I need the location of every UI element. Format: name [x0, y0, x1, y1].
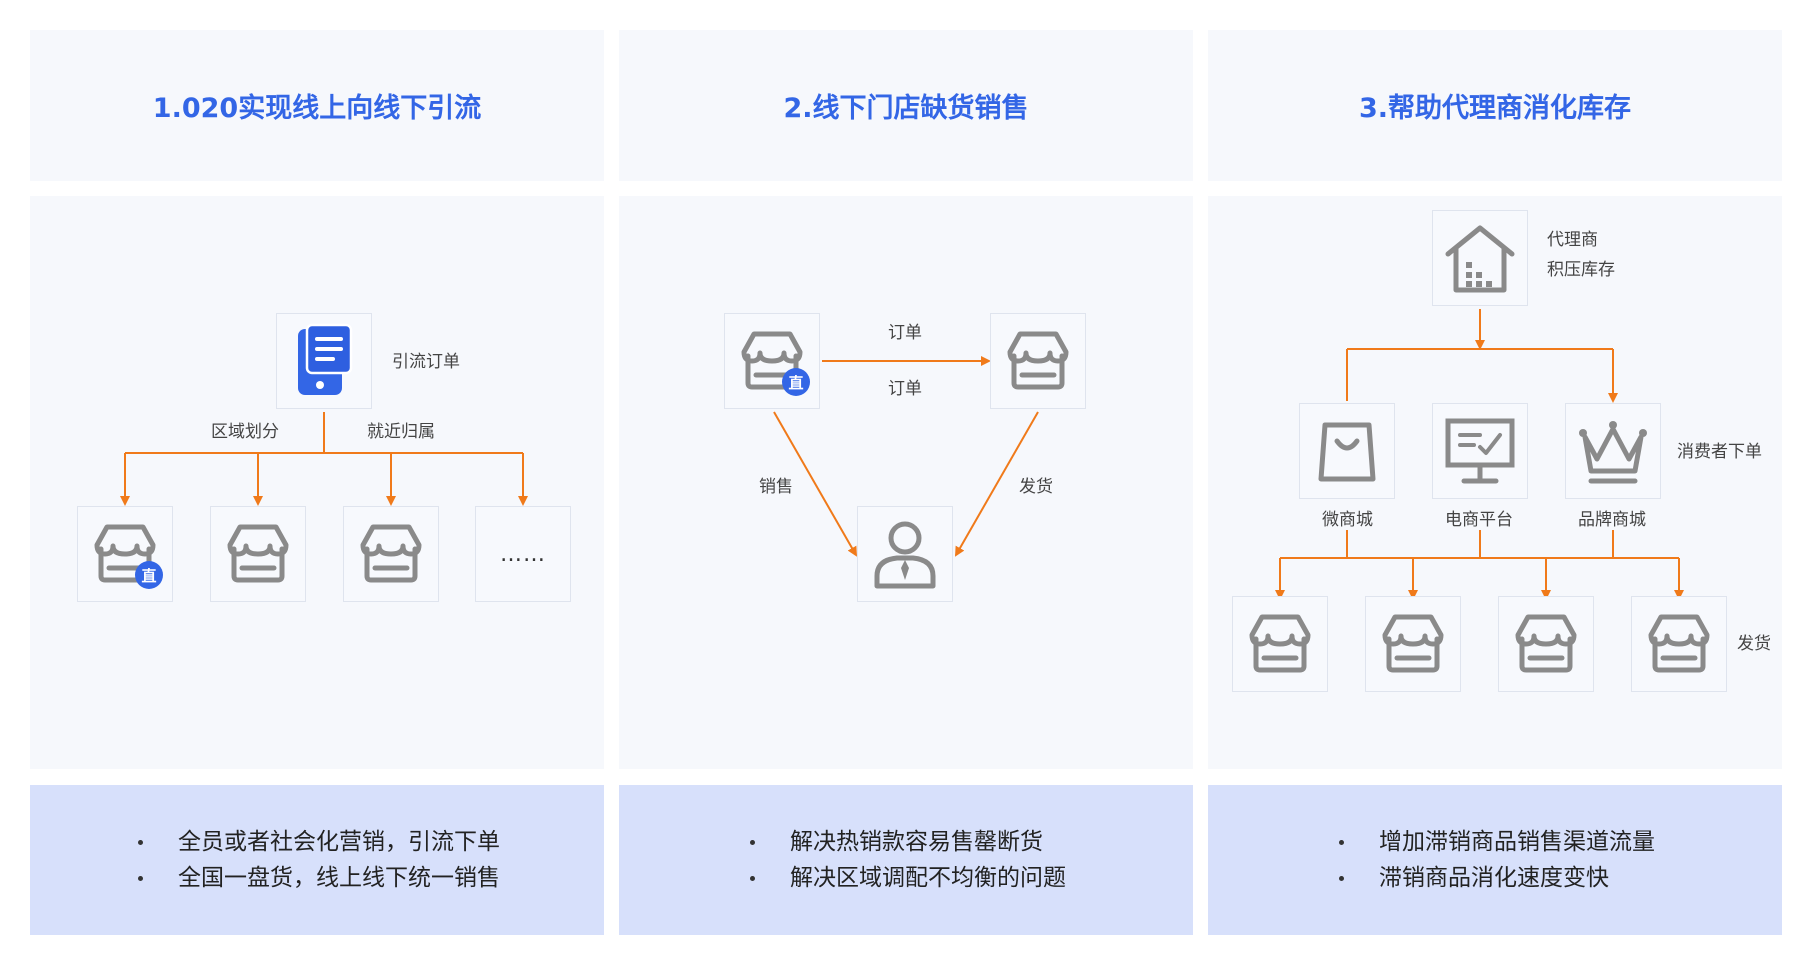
- store-node: [990, 313, 1086, 409]
- channel-node-brand-mall: [1565, 403, 1661, 499]
- label-order-bottom: 订单: [888, 379, 922, 399]
- store-node: [1498, 596, 1594, 692]
- more-node: ……: [475, 506, 571, 602]
- store-icon: [1377, 608, 1449, 680]
- store-icon: [1643, 608, 1715, 680]
- direct-badge: 直: [782, 368, 810, 396]
- direct-store-node: 直: [724, 313, 820, 409]
- phone-order-icon: [298, 323, 353, 395]
- label-consumer-order: 消费者下单: [1677, 442, 1762, 462]
- label-nearest-assign: 就近归属: [367, 422, 435, 442]
- agent-warehouse-node: [1432, 210, 1528, 306]
- store-node: [1365, 596, 1461, 692]
- order-node: [276, 313, 372, 409]
- benefit-list: 增加滞销商品销售渠道流量 滞销商品消化速度变快: [1335, 824, 1655, 896]
- benefit-item: 解决热销款容易售罄断货: [746, 824, 1066, 860]
- store-icon: [222, 518, 294, 590]
- customer-node: [857, 506, 953, 602]
- label-sales: 销售: [759, 477, 793, 497]
- label-channel: 微商城: [1322, 510, 1373, 530]
- benefit-item: 解决区域调配不均衡的问题: [746, 860, 1066, 896]
- warehouse-icon: [1445, 225, 1515, 293]
- label-order-top: 订单: [888, 323, 922, 343]
- benefits-footer-3: 增加滞销商品销售渠道流量 滞销商品消化速度变快: [1208, 785, 1782, 935]
- benefit-list: 解决热销款容易售罄断货 解决区域调配不均衡的问题: [746, 824, 1066, 896]
- benefit-item: 增加滞销商品销售渠道流量: [1335, 824, 1655, 860]
- more-ellipsis: ……: [500, 541, 546, 567]
- benefit-item: 全员或者社会化营销，引流下单: [134, 824, 500, 860]
- store-icon: [1002, 325, 1074, 397]
- direct-badge: 直: [135, 561, 163, 589]
- store-icon: [1244, 608, 1316, 680]
- user-icon: [874, 521, 936, 589]
- label-channel: 品牌商城: [1578, 510, 1646, 530]
- channel-node-wechat-mall: [1299, 403, 1395, 499]
- column-header-1: 1.020实现线上向线下引流: [30, 30, 604, 181]
- benefits-footer-2: 解决热销款容易售罄断货 解决区域调配不均衡的问题: [619, 785, 1193, 935]
- benefit-item: 滞销商品消化速度变快: [1335, 860, 1655, 896]
- label-channel: 电商平台: [1445, 510, 1513, 530]
- diagram-panel-3: 代理商 积压库存 微商城 电商平台 品牌商城 消费者下单: [1208, 196, 1782, 769]
- label-agent: 代理商: [1547, 230, 1598, 250]
- header-title: 3.帮助代理商消化库存: [1358, 93, 1632, 124]
- store-icon: [355, 518, 427, 590]
- header-title: 1.020实现线上向线下引流: [152, 93, 482, 124]
- channel-node-ecommerce: [1432, 403, 1528, 499]
- label-region-division: 区域划分: [211, 422, 279, 442]
- store-node: [343, 506, 439, 602]
- label-ship: 发货: [1019, 477, 1053, 497]
- flow-lines: [120, 412, 528, 506]
- diagram-panel-1: 引流订单 区域划分 就近归属 直 ……: [30, 196, 604, 769]
- header-title: 2.线下门店缺货销售: [783, 93, 1029, 124]
- store-node: 直: [77, 506, 173, 602]
- diagram-panel-2: 直 订单 订单 销售 发货: [619, 196, 1193, 769]
- store-icon: [1510, 608, 1582, 680]
- label-ship: 发货: [1737, 634, 1771, 654]
- label-backlog-stock: 积压库存: [1547, 260, 1615, 280]
- store-node: [1232, 596, 1328, 692]
- column-header-3: 3.帮助代理商消化库存: [1208, 30, 1782, 181]
- label-traffic-order: 引流订单: [392, 352, 460, 372]
- store-node: [210, 506, 306, 602]
- flow-lines: [1275, 309, 1684, 600]
- shopping-bag-icon: [1318, 422, 1376, 482]
- column-header-2: 2.线下门店缺货销售: [619, 30, 1193, 181]
- monitor-icon: [1445, 418, 1515, 484]
- store-node: [1631, 596, 1727, 692]
- benefit-item: 全国一盘货，线上线下统一销售: [134, 860, 500, 896]
- crown-icon: [1579, 421, 1647, 484]
- flow-lines: [773, 356, 1039, 557]
- benefits-footer-1: 全员或者社会化营销，引流下单 全国一盘货，线上线下统一销售: [30, 785, 604, 935]
- benefit-list: 全员或者社会化营销，引流下单 全国一盘货，线上线下统一销售: [134, 824, 500, 896]
